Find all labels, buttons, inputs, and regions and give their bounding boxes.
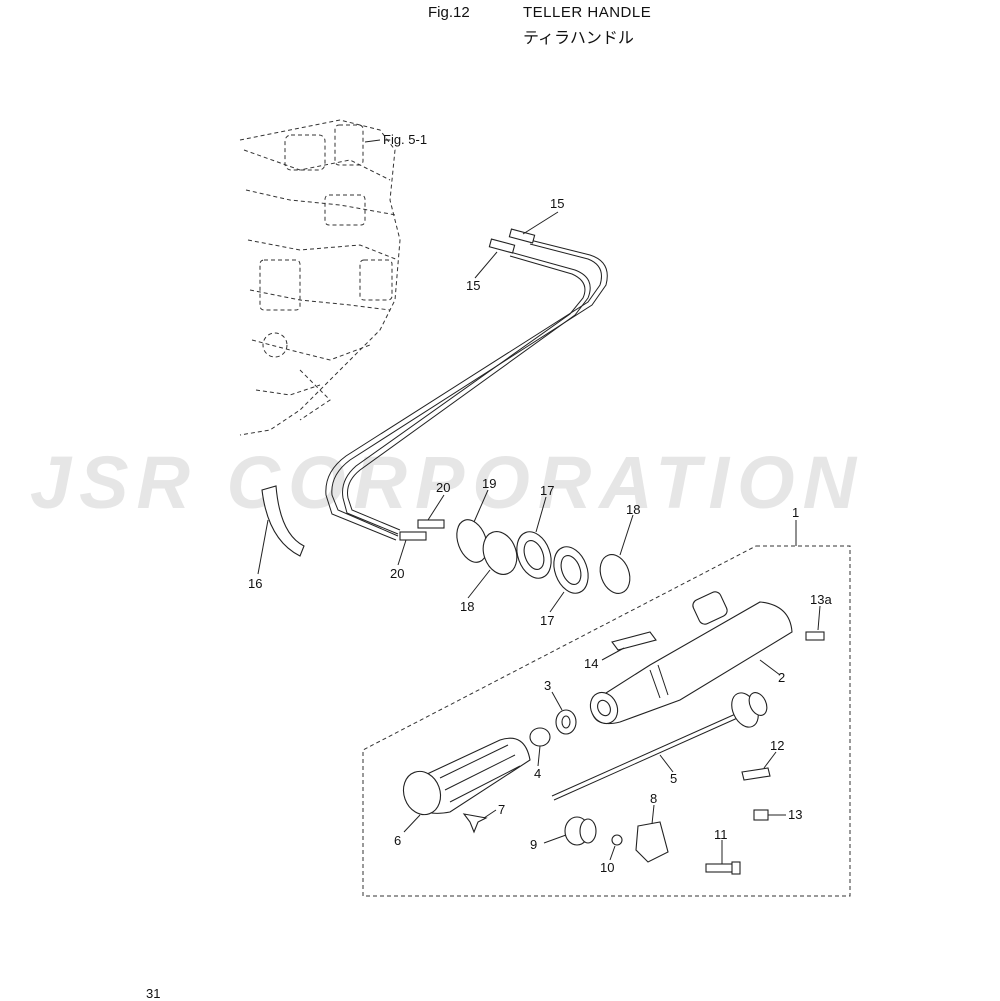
callout-12: 12 — [770, 738, 784, 753]
callout-18a: 18 — [460, 599, 474, 614]
screw-13 — [753, 809, 769, 821]
throttle-cables — [325, 228, 608, 541]
screw-7 — [462, 813, 488, 834]
callout-15b: 15 — [466, 278, 480, 293]
sleeve-18a — [482, 531, 518, 575]
bracket-8 — [635, 821, 669, 863]
callout-4: 4 — [534, 766, 541, 781]
bolt-20a — [417, 519, 445, 529]
leader-12 — [763, 751, 777, 769]
leader-10 — [609, 845, 616, 861]
callout-16: 16 — [248, 576, 262, 591]
leader-15a — [522, 211, 559, 235]
callout-5: 5 — [670, 771, 677, 786]
callout-11: 11 — [714, 827, 728, 842]
callout-1: 1 — [792, 505, 799, 520]
callout-3: 3 — [544, 678, 551, 693]
leader-20b — [397, 539, 407, 566]
callout-2: 2 — [778, 670, 785, 685]
leader-8 — [651, 804, 655, 825]
callout-14: 14 — [584, 656, 598, 671]
hose-16 — [261, 485, 305, 557]
callout-17a: 17 — [540, 483, 554, 498]
pin-12 — [741, 767, 771, 781]
callout-8: 8 — [650, 791, 657, 806]
leader-20a — [427, 494, 445, 521]
leader-15b — [474, 251, 498, 279]
leader-3 — [551, 691, 563, 711]
leader-9 — [543, 834, 567, 844]
callout-20b: 20 — [390, 566, 404, 581]
watermark: JSR CORPORATION — [30, 441, 865, 524]
leader-17b — [549, 591, 565, 613]
leader-7 — [483, 809, 497, 819]
collar-4 — [529, 727, 551, 747]
callout-7: 7 — [498, 802, 505, 817]
label-14 — [611, 631, 657, 651]
engine-block — [239, 119, 401, 436]
leader-18a — [467, 569, 491, 599]
leader-17a — [535, 496, 547, 533]
callout-13a: 13a — [810, 592, 832, 607]
callout-9: 9 — [530, 837, 537, 852]
shaft-5 — [551, 711, 741, 797]
bolt-20b — [399, 531, 427, 541]
callout-10: 10 — [600, 860, 614, 875]
callout-6: 6 — [394, 833, 401, 848]
leader-18b — [619, 514, 634, 556]
leader-14 — [601, 647, 625, 661]
callout-20a: 20 — [436, 480, 450, 495]
callout-19: 19 — [482, 476, 496, 491]
leader-19 — [473, 489, 489, 523]
leader-16 — [257, 519, 269, 575]
leader-2 — [759, 659, 781, 676]
callout-18b: 18 — [626, 502, 640, 517]
sleeve-18b — [599, 554, 631, 594]
leader-13a — [817, 605, 821, 631]
leader-5 — [659, 754, 674, 773]
page-number: 31 — [146, 986, 161, 1001]
assembly-1-frame — [362, 545, 851, 897]
callout-13: 13 — [788, 807, 802, 822]
spring-10 — [611, 834, 623, 846]
figure-number: Fig.12 — [428, 4, 470, 21]
plate-19 — [456, 519, 488, 563]
title-japanese: ティラハンドル — [523, 28, 634, 47]
leader-6 — [403, 814, 421, 833]
leader-4 — [537, 745, 541, 767]
reference-label: Fig. 5-1 — [383, 132, 427, 147]
title-english: TELLER HANDLE — [523, 4, 652, 21]
callout-17b: 17 — [540, 613, 554, 628]
screw-13a — [805, 631, 825, 641]
bolt-11 — [705, 863, 735, 873]
callout-15a: 15 — [550, 196, 564, 211]
